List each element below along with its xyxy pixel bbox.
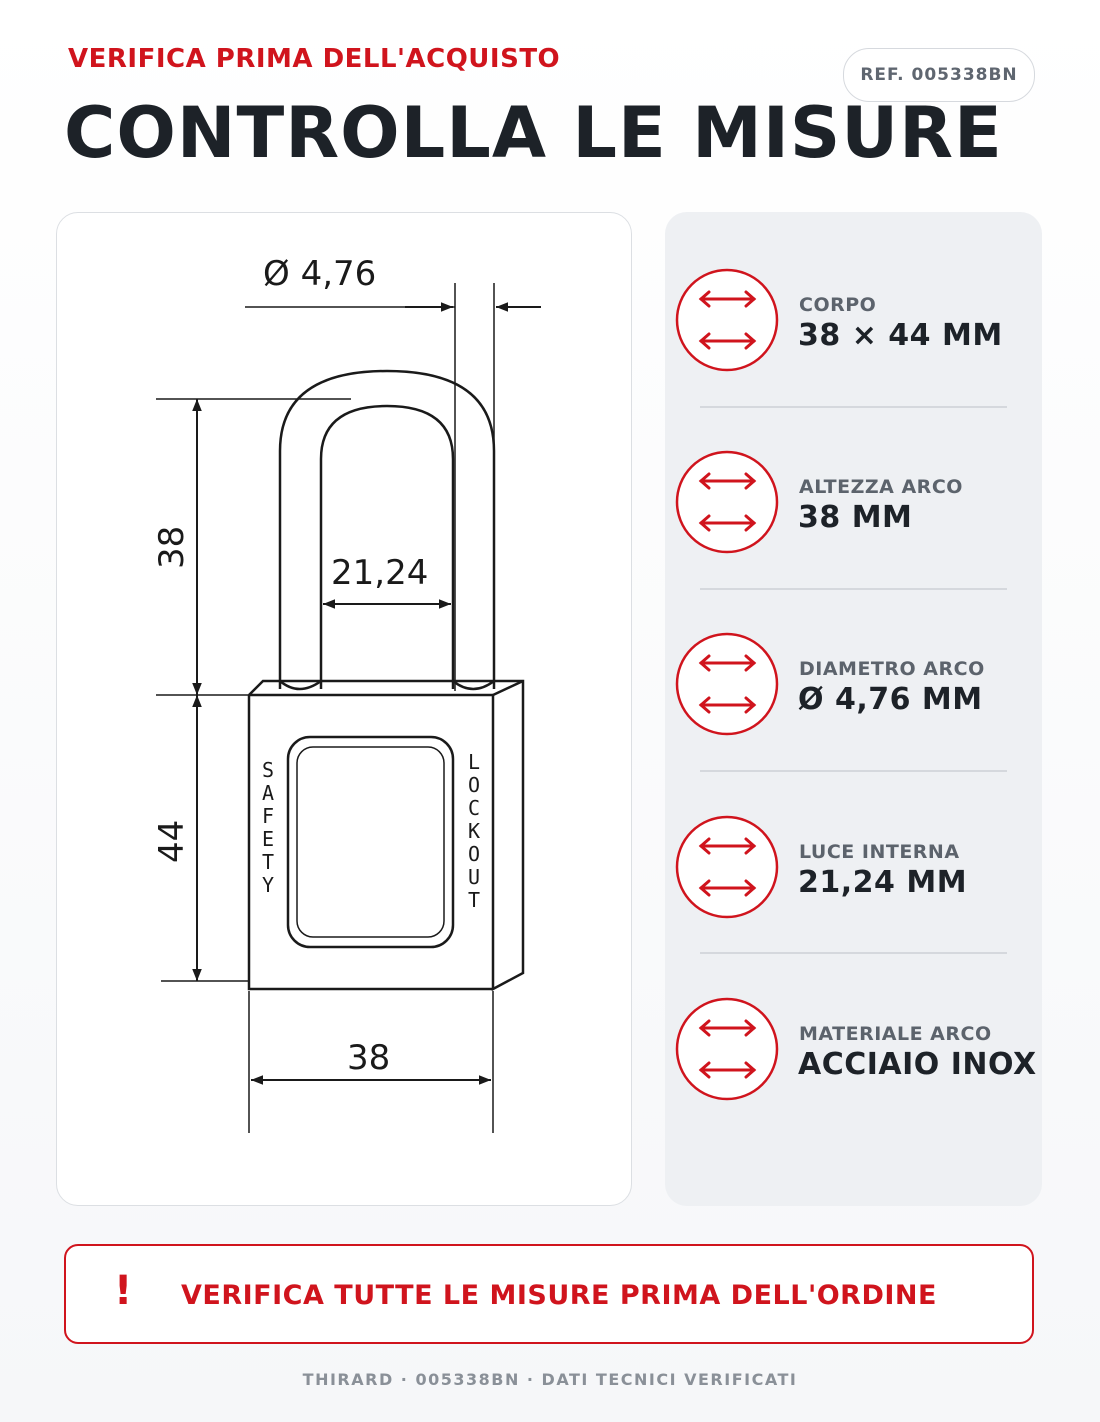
- spec-label: ALTEZZA ARCO: [799, 476, 963, 498]
- dimension-shackle-height: 38: [152, 526, 192, 569]
- shackle-outer: [278, 369, 496, 689]
- spec-divider: [700, 588, 1007, 590]
- warning-box: ! VERIFICA TUTTE LE MISURE PRIMA DELL'OR…: [64, 1244, 1034, 1344]
- spec-value: 21,24 MM: [798, 865, 968, 900]
- dimension-inner-clearance: 21,24: [331, 553, 428, 593]
- spec-label: DIAMETRO ARCO: [799, 658, 985, 680]
- reference-badge: REF. 005338BN: [843, 48, 1035, 102]
- spec-label: LUCE INTERNA: [799, 841, 960, 863]
- spec-item: CORPO 38 × 44 MM: [665, 268, 1042, 378]
- warning-text: VERIFICA TUTTE LE MISURE PRIMA DELL'ORDI…: [181, 1280, 937, 1311]
- body-window: [286, 735, 455, 949]
- spec-divider: [700, 406, 1007, 408]
- spec-item: ALTEZZA ARCO 38 MM: [665, 450, 1042, 560]
- double-arrow-icon: [675, 268, 779, 372]
- padlock-body: [247, 679, 525, 992]
- spec-value: ACCIAIO INOX: [798, 1047, 1037, 1082]
- spec-item: DIAMETRO ARCO Ø 4,76 MM: [665, 632, 1042, 742]
- spec-label: CORPO: [799, 294, 877, 316]
- dimension-body-height: 44: [152, 820, 192, 863]
- shackle-inner: [319, 404, 455, 689]
- double-arrow-icon: [675, 997, 779, 1101]
- spec-divider: [700, 952, 1007, 954]
- spec-item: MATERIALE ARCO ACCIAIO INOX: [665, 997, 1042, 1107]
- spec-value: 38 MM: [798, 500, 913, 535]
- header-kicker: VERIFICA PRIMA DELL'ACQUISTO: [68, 44, 561, 74]
- spec-label: MATERIALE ARCO: [799, 1023, 992, 1045]
- double-arrow-icon: [675, 632, 779, 736]
- spec-value: 38 × 44 MM: [798, 318, 1003, 353]
- spec-item: LUCE INTERNA 21,24 MM: [665, 815, 1042, 925]
- exclamation-icon: !: [114, 1268, 133, 1314]
- spec-value: Ø 4,76 MM: [798, 682, 983, 717]
- double-arrow-icon: [675, 450, 779, 554]
- footer-text: THIRARD · 005338BN · DATI TECNICI VERIFI…: [302, 1370, 798, 1389]
- dimension-shackle-diameter: Ø 4,76: [263, 254, 376, 294]
- double-arrow-icon: [675, 815, 779, 919]
- page-title: CONTROLLA LE MISURE: [64, 92, 1003, 174]
- spec-divider: [700, 770, 1007, 772]
- specs-panel: CORPO 38 × 44 MM ALTEZZA ARCO 38 MM DIAM…: [665, 212, 1042, 1206]
- dimension-body-width: 38: [347, 1038, 390, 1078]
